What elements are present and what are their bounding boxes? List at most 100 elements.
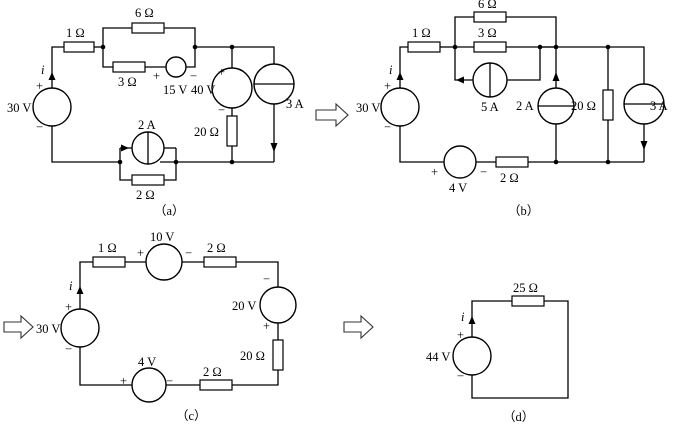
label-4v: 4 V (138, 355, 156, 369)
label-2a: 2 A (516, 99, 534, 113)
label-3a: 3 A (286, 97, 304, 111)
current-arrow-icon (270, 143, 278, 152)
wire (506, 16, 557, 47)
label-plus: + (263, 319, 270, 333)
label-minus: − (384, 120, 391, 134)
voltage-source-30v (32, 87, 72, 127)
wire (454, 47, 473, 81)
label-20ohm: 20 Ω (240, 349, 265, 363)
label-30v: 30 V (356, 101, 380, 115)
label-minus: − (457, 369, 464, 383)
label-plus: + (431, 165, 438, 179)
label-15v: 15 V (163, 83, 187, 97)
node-dot (229, 44, 235, 50)
wire (102, 27, 132, 47)
label-1ohm: 1 Ω (66, 26, 85, 40)
voltage-source-30v (380, 87, 420, 127)
resistor-3ohm (473, 41, 507, 53)
current-source-3a (253, 63, 295, 105)
label-plus: + (153, 69, 160, 83)
label-plus: + (384, 79, 391, 93)
label-6ohm: 6 Ω (478, 0, 497, 11)
label-1ohm: 1 Ω (98, 241, 117, 255)
label-minus: − (65, 342, 72, 356)
label-minus: − (218, 103, 225, 117)
current-arrow-icon (121, 144, 129, 152)
resistor-2ohm (131, 174, 165, 186)
wire (195, 46, 275, 64)
current-arrow-icon (468, 316, 476, 324)
label-20ohm: 20 Ω (571, 99, 596, 113)
label-plus: + (218, 65, 225, 79)
label-2ohm-top: 2 Ω (207, 241, 226, 255)
caption-a: （a） (154, 204, 185, 218)
wire (79, 347, 132, 386)
label-3ohm: 3 Ω (118, 75, 137, 89)
label-minus: − (166, 374, 173, 388)
label-20v: 20 V (232, 299, 256, 313)
transform-arrow-icon (343, 314, 374, 340)
wire (454, 16, 474, 47)
current-source-2a (120, 131, 176, 165)
label-44v: 44 V (426, 350, 450, 364)
wire (471, 300, 512, 337)
wire (79, 261, 93, 309)
label-minus: − (185, 246, 192, 260)
label-30v: 30 V (7, 101, 31, 115)
resistor-1ohm (63, 41, 95, 53)
panel-d: 25 Ω 44 V + − i （d） (343, 281, 569, 424)
label-6ohm: 6 Ω (135, 6, 154, 20)
voltage-source-20v (259, 286, 297, 324)
node-dot (452, 44, 458, 50)
node-dot (537, 44, 543, 50)
voltage-source-30v (60, 308, 100, 348)
voltage-source-4v (131, 367, 167, 403)
current-arrow-icon (396, 72, 404, 80)
voltage-source-40v (211, 67, 253, 109)
wire (399, 126, 444, 163)
resistor-2ohm (495, 156, 529, 168)
wire (51, 46, 64, 88)
label-2ohm: 2 Ω (136, 188, 155, 202)
label-2a: 2 A (138, 118, 156, 132)
label-5a: 5 A (481, 100, 499, 114)
wire (164, 27, 196, 47)
transform-arrow-icon (3, 314, 34, 340)
resistor-6ohm (131, 22, 165, 34)
node-dot (229, 159, 235, 165)
node-dot (117, 159, 123, 165)
label-2ohm: 2 Ω (500, 171, 519, 185)
caption-d: （d） (503, 410, 534, 424)
label-3a: 3 A (650, 99, 668, 113)
panel-b: 1 Ω 6 Ω 3 Ω 5 A 2 A 20 Ω 3 A 30 V + − i … (356, 0, 668, 218)
label-2ohm-bottom: 2 Ω (203, 365, 222, 379)
label-current-i: i (389, 63, 393, 77)
label-minus: − (190, 69, 197, 83)
wire (51, 126, 120, 163)
current-arrow-icon (640, 141, 648, 150)
resistor-6ohm (473, 11, 507, 23)
node-dot (605, 159, 611, 165)
node-dot (173, 159, 179, 165)
resistor-1ohm (407, 41, 441, 53)
wire (507, 47, 541, 81)
node-dot (100, 44, 106, 50)
label-plus: + (457, 328, 464, 342)
node-dot (192, 44, 198, 50)
current-source-3a (623, 83, 665, 125)
current-arrow-icon (48, 72, 56, 80)
caption-b: （b） (508, 204, 539, 218)
current-arrow-icon (552, 72, 560, 81)
label-plus: + (137, 246, 144, 260)
label-minus: − (480, 165, 487, 179)
resistor-2ohm-top (203, 256, 237, 268)
wire (119, 162, 132, 181)
label-minus: − (263, 272, 270, 286)
wire (186, 47, 196, 68)
wire (540, 46, 645, 84)
voltage-source-15v (165, 56, 187, 78)
node-dot (605, 44, 611, 50)
resistor-1ohm (92, 256, 126, 268)
label-4v: 4 V (449, 181, 467, 195)
